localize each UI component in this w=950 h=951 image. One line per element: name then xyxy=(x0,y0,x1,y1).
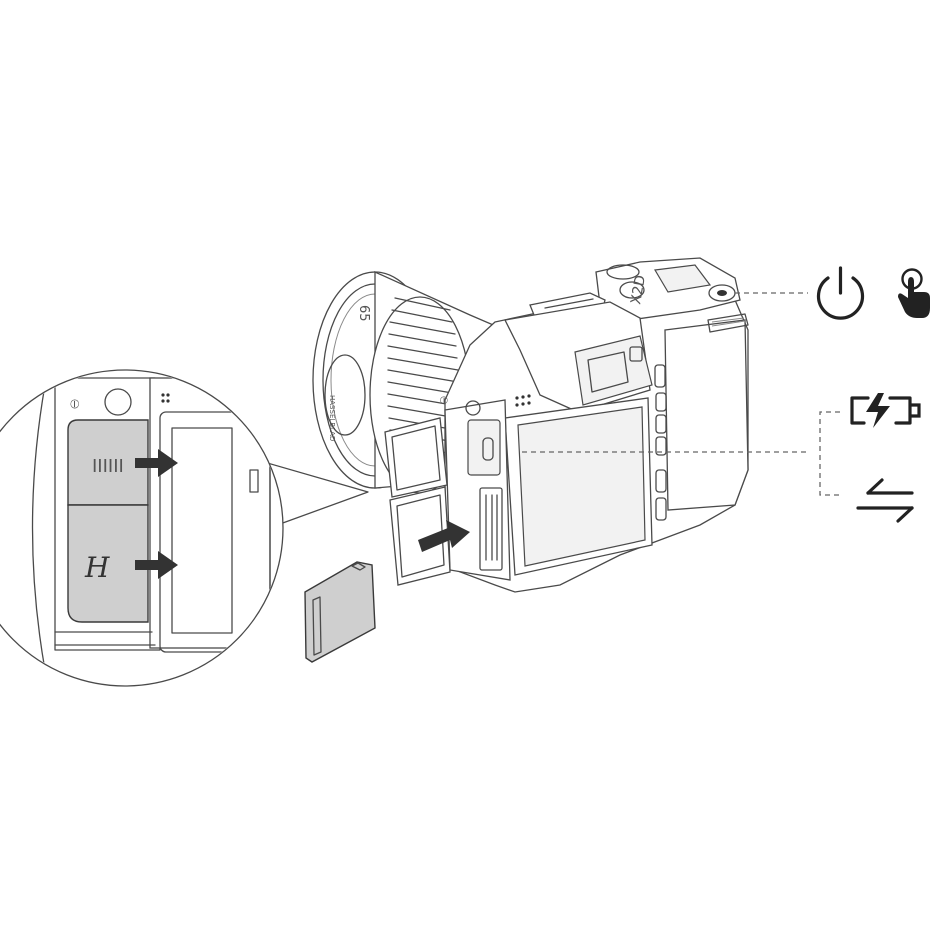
lens-brand-marking: HASSELBLAD xyxy=(328,395,336,441)
inset-port-door-mark: IIIIII xyxy=(92,456,124,477)
battery-charging-icon xyxy=(852,393,919,428)
inset-card-door-mark: H xyxy=(84,551,110,584)
camera-grip xyxy=(665,320,748,510)
rear-lcd-screen xyxy=(518,407,645,566)
power-icon xyxy=(818,268,862,318)
usb-bracket-line xyxy=(820,412,840,495)
touch-icon xyxy=(898,270,930,319)
lens-focal-marking: 65 xyxy=(356,305,371,322)
sd-card xyxy=(305,562,375,662)
data-transfer-icon xyxy=(858,480,912,521)
usb-port-cover xyxy=(468,420,500,475)
sensor-symbol: ⦶ xyxy=(439,394,448,407)
inset-sensor-symbol: ⦶ xyxy=(70,397,80,412)
